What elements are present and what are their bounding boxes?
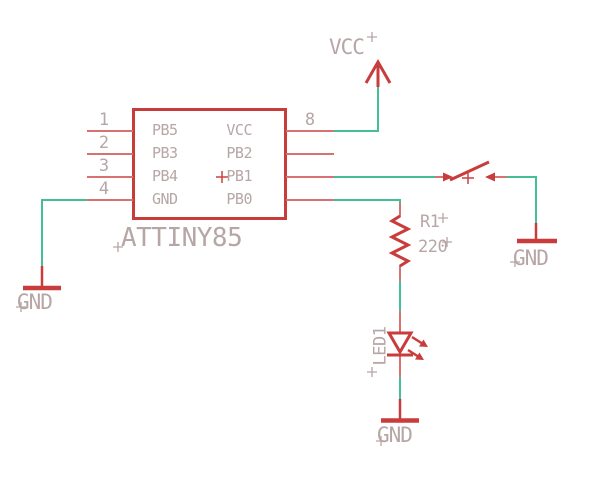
net-switch-gnd-wire[interactable] xyxy=(507,176,537,223)
switch-lever xyxy=(449,160,490,182)
ic-pin-number-8: 8 xyxy=(304,110,316,130)
ic-pin-label-pb0: PB0 xyxy=(226,190,252,208)
resistor-designator-label: R1 xyxy=(420,212,440,232)
ic-pin-number-1: 1 xyxy=(98,110,110,130)
gnd-switch-label: GND xyxy=(513,246,549,270)
ic-pin-label-vcc: VCC xyxy=(226,121,252,139)
gnd-symbol-switch[interactable] xyxy=(517,223,557,244)
led1-text-cross xyxy=(367,367,377,377)
ic-pin-label-pb3: PB3 xyxy=(152,144,178,162)
gnd-symbol-left[interactable] xyxy=(23,266,61,291)
vcc-text-cross xyxy=(367,32,377,42)
vcc-symbol[interactable] xyxy=(364,58,392,87)
resistor-zigzag xyxy=(388,214,412,268)
resistor-value-label: 220 xyxy=(418,237,448,257)
ic-pin-label-pb5: PB5 xyxy=(152,121,178,139)
gnd-left-label: GND xyxy=(17,290,53,314)
ic-origin-cross xyxy=(216,171,228,183)
ic-left-pin-stubs[interactable] xyxy=(87,130,133,201)
ic-pin-label-pb1: PB1 xyxy=(226,167,252,185)
led-symbol[interactable] xyxy=(386,311,428,377)
ic-pin-label-pb2: PB2 xyxy=(226,144,252,162)
ic-name-label: ATTINY85 xyxy=(121,223,243,253)
ic-pin-number-3: 3 xyxy=(98,156,110,176)
switch-symbol[interactable] xyxy=(435,160,507,184)
switch-origin-cross xyxy=(462,172,474,184)
vcc-net-label: VCC xyxy=(329,35,365,59)
gnd-led-label: GND xyxy=(377,423,413,447)
net-vcc-wire[interactable] xyxy=(334,87,379,132)
led-light-arrow-2 xyxy=(407,348,424,360)
text-origin-crosses xyxy=(16,32,520,446)
gnd-switch-text-cross xyxy=(510,257,520,267)
gnd-symbol-led[interactable] xyxy=(381,399,419,423)
led-triangle xyxy=(386,331,414,355)
net-pb0-resistor-wire[interactable] xyxy=(334,199,401,203)
ic-pin-number-2: 2 xyxy=(98,133,110,153)
ic-body[interactable] xyxy=(132,108,287,220)
vcc-arrow-head xyxy=(364,58,392,84)
ic-symbol[interactable] xyxy=(87,108,334,220)
switch-right-contact xyxy=(485,172,495,182)
led-designator-label: LED1 xyxy=(370,326,391,366)
r1-value-text-cross xyxy=(442,237,452,247)
ic-name-text-cross xyxy=(113,242,123,252)
switch-left-contact xyxy=(443,172,453,182)
net-gnd-left-wire[interactable] xyxy=(41,199,87,266)
r1-text-cross xyxy=(438,213,448,223)
net-wires xyxy=(41,87,537,399)
resistor-symbol[interactable] xyxy=(388,203,412,281)
ic-pin-number-4: 4 xyxy=(98,179,110,199)
ic-right-pin-stubs[interactable] xyxy=(286,130,334,201)
gnd-led-text-cross xyxy=(376,436,386,446)
led-light-arrow-1 xyxy=(411,335,428,347)
ic-pin-label-pb4: PB4 xyxy=(152,167,178,185)
ic-pin-label-gnd: GND xyxy=(152,190,178,208)
gnd-left-text-cross xyxy=(16,302,26,312)
